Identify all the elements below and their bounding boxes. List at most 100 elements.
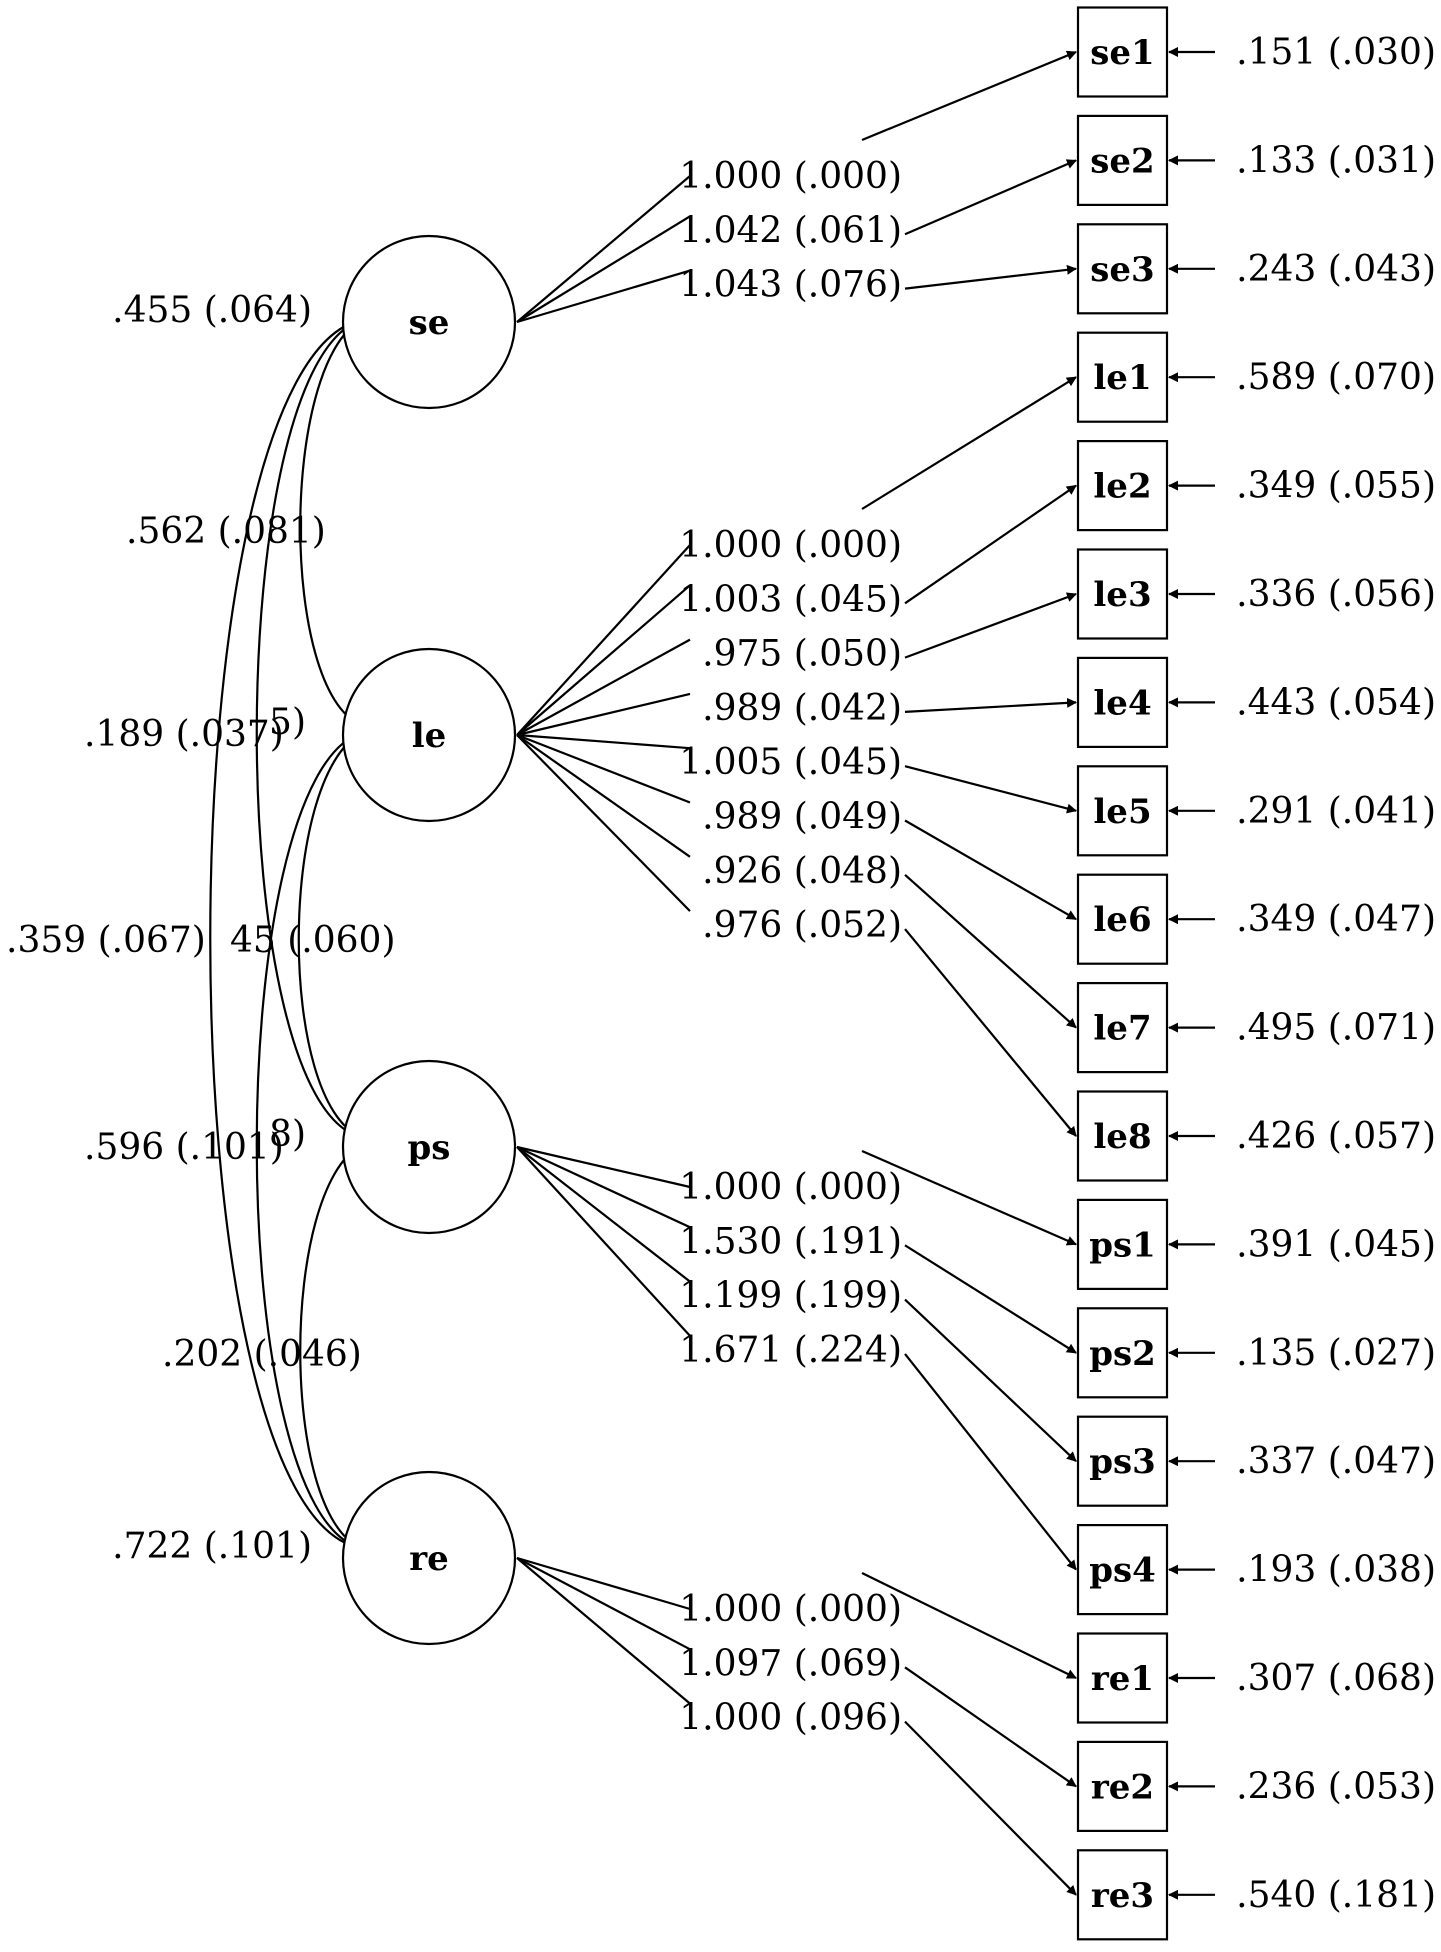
labels-layer: se.455 (.064)le5)ps8)re.722 (.101).562 (… [6,32,1436,1916]
covariance-label-se-le: .562 (.081) [126,511,326,552]
residual-label-se1: .151 (.030) [1236,32,1436,73]
loading-label-re2: 1.097 (.069) [679,1643,902,1684]
latent-label-re: re [409,1539,449,1579]
indicator-label-re3: re3 [1091,1876,1154,1916]
indicator-label-le2: le2 [1093,467,1151,507]
loading-line-a-re1 [516,1556,691,1611]
covariance-le-ps [297,732,362,1139]
loading-line-b-ps1 [861,1149,1077,1246]
loading-line-b-le3 [904,592,1077,659]
loading-line-a-se2 [516,215,691,323]
indicator-label-le7: le7 [1093,1009,1151,1049]
indicator-re1 [1076,1632,1169,1724]
latent-variance-ps: 8) [269,1114,306,1155]
loading-line-a-le5 [516,733,691,750]
residual-label-re3: .540 (.181) [1236,1875,1436,1916]
indicator-label-le1: le1 [1093,358,1151,398]
indicator-ps2 [1076,1307,1169,1399]
loading-line-b-se2 [904,159,1077,236]
loading-label-ps2: 1.530 (.191) [679,1221,902,1262]
loading-line-b-re2 [904,1666,1077,1788]
indicator-label-ps2: ps2 [1089,1334,1156,1374]
edges-layer [209,47,1215,1900]
latent-label-ps: ps [408,1128,451,1168]
loading-label-ps4: 1.671 (.224) [679,1330,902,1371]
latent-label-le: le [412,716,447,756]
covariance-label-le-ps: 45 (.060) [230,920,396,961]
loading-label-se1: 1.000 (.000) [679,156,902,197]
indicator-label-ps4: ps4 [1089,1551,1156,1591]
indicator-le7 [1076,981,1169,1074]
residual-label-re2: .236 (.053) [1236,1766,1436,1807]
latent-re [341,1470,517,1646]
loading-label-le6: .989 (.049) [702,797,902,838]
indicator-le3 [1076,548,1169,640]
latent-variance-se: .455 (.064) [112,290,312,331]
latent-le [341,647,517,823]
covariance-se-le [299,319,362,727]
indicator-se1 [1076,6,1169,98]
nodes-layer [341,6,1169,1941]
latent-ps [341,1059,517,1235]
latent-label-se: se [409,303,450,343]
indicator-re2 [1076,1740,1169,1833]
loading-label-le5: 1.005 (.045) [679,742,902,783]
indicator-ps1 [1076,1198,1169,1291]
indicator-le2 [1076,440,1169,532]
loading-line-a-ps4 [516,1146,691,1337]
residual-label-ps1: .391 (.045) [1236,1224,1436,1265]
indicator-label-se2: se2 [1090,141,1154,181]
indicator-le8 [1076,1090,1169,1182]
residual-label-ps4: .193 (.038) [1236,1550,1436,1591]
loading-line-b-se3 [904,264,1077,290]
loading-line-b-le1 [861,376,1077,510]
covariance-label-ps-re: .202 (.046) [162,1334,362,1375]
indicator-label-re1: re1 [1091,1659,1154,1699]
covariance-label-se-re: .359 (.067) [6,920,206,961]
loading-line-a-re2 [516,1557,691,1651]
loading-line-b-le5 [904,765,1077,814]
indicator-label-le8: le8 [1093,1117,1151,1157]
loading-label-ps1: 1.000 (.000) [679,1167,902,1208]
indicator-le1 [1076,331,1169,423]
residual-label-se2: .133 (.031) [1236,140,1436,181]
loading-label-le1: 1.000 (.000) [679,525,902,566]
indicator-se2 [1076,114,1169,207]
indicator-label-le6: le6 [1093,900,1151,940]
loading-line-a-le4 [516,692,691,737]
loading-line-a-le2 [516,584,691,736]
loading-line-a-ps3 [516,1146,691,1283]
indicator-label-le5: le5 [1093,792,1151,832]
loading-label-se2: 1.042 (.061) [679,210,902,251]
indicator-label-se3: se3 [1090,250,1154,290]
indicator-le4 [1076,656,1169,749]
loading-label-le2: 1.003 (.045) [679,579,902,620]
residual-label-le8: .426 (.057) [1236,1116,1436,1157]
residual-label-ps3: .337 (.047) [1236,1441,1436,1482]
indicator-label-se1: se1 [1090,33,1154,73]
loading-line-a-re3 [516,1557,691,1705]
loading-line-a-ps1 [516,1145,691,1189]
loading-line-b-le4 [904,697,1077,713]
loading-line-b-ps3 [904,1298,1077,1462]
covariance-label-se-ps: .189 (.037) [84,714,284,755]
indicator-label-re2: re2 [1091,1767,1154,1807]
latent-se [341,234,517,410]
covariance-ps-re [299,1144,362,1550]
loading-label-le4: .989 (.042) [702,688,902,729]
loading-line-b-re3 [904,1720,1077,1896]
loading-line-a-le7 [516,734,691,858]
residual-label-le6: .349 (.047) [1236,899,1436,940]
residual-label-le1: .589 (.070) [1236,357,1436,398]
residual-label-le4: .443 (.054) [1236,682,1436,723]
loading-label-le3: .975 (.050) [702,634,902,675]
loading-line-b-le2 [904,484,1077,605]
indicator-le6 [1076,873,1169,965]
residual-label-le5: .291 (.041) [1236,791,1436,832]
loading-line-a-se1 [516,175,691,323]
loading-line-b-ps4 [904,1353,1077,1571]
covariance-le-re [255,731,362,1551]
loading-line-a-le3 [516,638,691,736]
covariance-se-ps [255,318,362,1140]
loading-label-se3: 1.043 (.076) [679,265,902,306]
